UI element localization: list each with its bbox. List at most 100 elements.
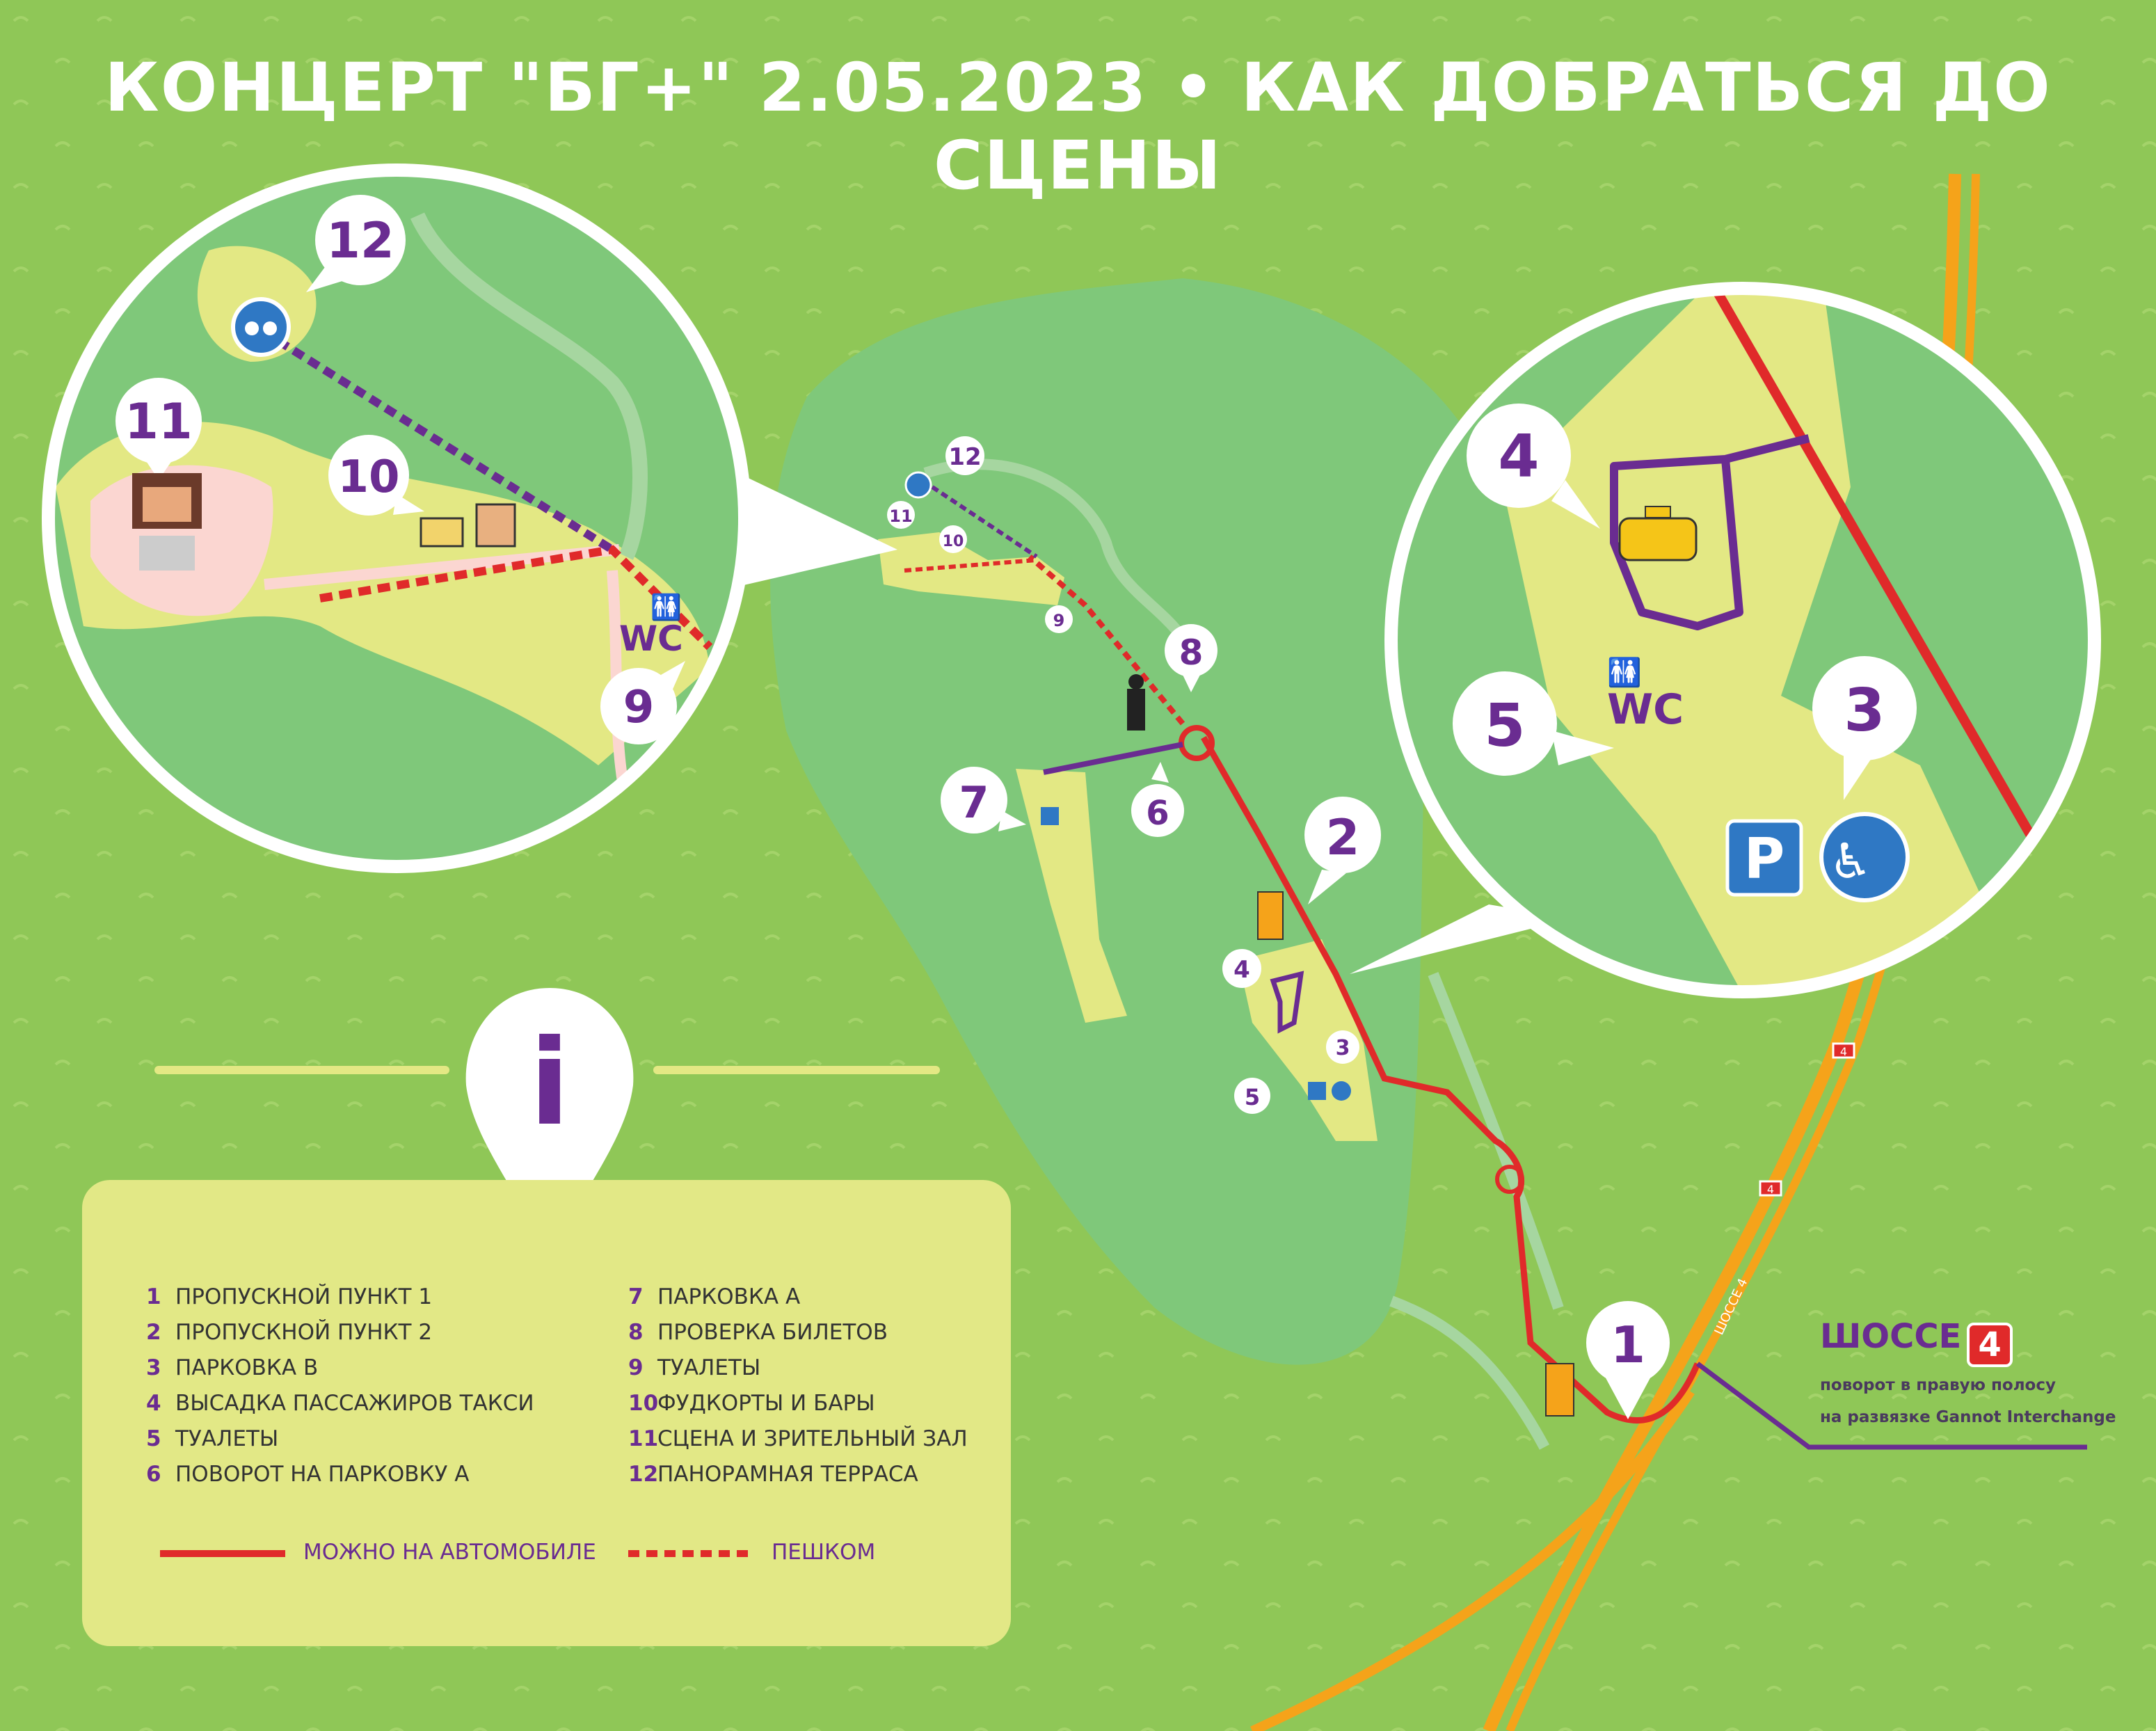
checkpoint-booth-icon (1257, 891, 1284, 940)
checkpoint-booth-icon (1545, 1363, 1574, 1417)
svg-text:4: 4 (1840, 1045, 1847, 1058)
svg-text:WC: WC (1607, 685, 1684, 734)
highway-road-label: ШОССЕ 4 (1711, 1276, 1750, 1337)
toilet-icon: 🚻 WC (1607, 656, 1684, 734)
roundabout (1495, 1165, 1524, 1194)
parking-icon (1308, 1082, 1326, 1100)
zoom-taxi-loop (1610, 434, 1810, 630)
legend-item: 10ФУДКОРТЫ И БАРЫ (628, 1391, 875, 1416)
pin-11[interactable]: 11 (115, 378, 202, 480)
svg-text:2: 2 (1326, 809, 1360, 866)
pin-2[interactable]: 2 (1304, 797, 1381, 904)
highway-ramp (1250, 1389, 1695, 1731)
zoom-main-road (1707, 289, 2043, 852)
pin-5-small[interactable]: 5 (1234, 1078, 1270, 1114)
svg-text:4: 4 (1233, 956, 1250, 984)
pin-4[interactable]: 4 (1467, 404, 1600, 529)
svg-text:11: 11 (889, 506, 912, 526)
highway-number-badge: 4 (1967, 1322, 2013, 1367)
legend-item: 11СЦЕНА И ЗРИТЕЛЬНЫЙ ЗАЛ (628, 1426, 968, 1451)
highway-badge: 4 (1759, 1180, 1782, 1197)
svg-text:12: 12 (948, 443, 981, 471)
parking-icon (1041, 807, 1059, 825)
svg-text:WC: WC (619, 619, 683, 659)
svg-text:🚻: 🚻 (1607, 656, 1642, 689)
binoculars-icon (231, 297, 291, 357)
svg-text:5: 5 (1245, 1084, 1260, 1110)
taxi-icon (1618, 506, 1698, 561)
pin-6[interactable]: 6 (1131, 762, 1184, 837)
svg-text:3: 3 (1336, 1036, 1350, 1060)
page-title: КОНЦЕРТ "БГ+" 2.05.2023 • КАК ДОБРАТЬСЯ … (104, 49, 2052, 205)
terrace-path (931, 485, 1038, 559)
accessible-parking-icon: ♿ (1819, 812, 1910, 902)
parking-zoom-callout (1350, 282, 2101, 998)
highway-note-line1: поворот в правую полосу (1820, 1375, 2056, 1394)
pin-10[interactable]: 10 (328, 435, 424, 516)
park-road (923, 458, 1202, 670)
pin-3-small[interactable]: 3 (1326, 1030, 1359, 1064)
parking-a-turn (1043, 742, 1183, 775)
pin-11-small[interactable]: 11 (887, 501, 915, 529)
pin-9[interactable]: 9 (600, 661, 685, 744)
highway-badge: 4 (1832, 1042, 1855, 1059)
legend-car-route: МОЖНО НА АВТОМОБИЛЕ (160, 1540, 596, 1565)
park-road (1428, 972, 1564, 1310)
accessible-parking-icon (1332, 1081, 1351, 1101)
legend-walk-route: ПЕШКОМ (628, 1540, 875, 1565)
taxi-loop (1270, 971, 1304, 1034)
info-pin: i (154, 988, 940, 1259)
pin-12[interactable]: 12 (306, 195, 406, 292)
svg-text:5: 5 (1484, 692, 1525, 760)
toilet-icon: 🚻 WC (619, 593, 683, 659)
parking-icon: P (1725, 819, 1803, 897)
pin-7[interactable]: 7 (941, 767, 1026, 833)
svg-text:P: P (1744, 827, 1785, 891)
park-road (1389, 1295, 1550, 1450)
stage-zone-small (878, 532, 1064, 605)
car-route (1201, 735, 1701, 1423)
highway-approach (1695, 1362, 2087, 1450)
pin-12-small[interactable]: 12 (945, 436, 984, 475)
info-icon: i (529, 1014, 570, 1152)
zoom-walk-route (319, 545, 713, 651)
legend-item: 12ПАНОРАМНАЯ ТЕРРАСА (628, 1462, 918, 1487)
pin-1[interactable]: 1 (1586, 1301, 1670, 1419)
svg-text:10: 10 (337, 452, 399, 503)
highway-note-line2: на развязке Gannot Interchange (1820, 1407, 2116, 1426)
svg-text:9: 9 (1053, 611, 1065, 630)
stage-icon (132, 473, 202, 571)
pin-9-small[interactable]: 9 (1045, 605, 1073, 633)
svg-text:🚻: 🚻 (650, 593, 682, 622)
svg-text:11: 11 (125, 393, 192, 450)
pin-3[interactable]: 3 (1812, 656, 1917, 800)
car-route-swatch (160, 1549, 285, 1557)
walk-route (1028, 554, 1185, 726)
pin-5[interactable]: 5 (1453, 671, 1614, 776)
pin-4-small[interactable]: 4 (1222, 949, 1261, 988)
zoom-zone (1503, 289, 2018, 988)
svg-text:8: 8 (1179, 632, 1204, 673)
svg-text:7: 7 (959, 777, 989, 828)
walk-route-swatch (628, 1549, 753, 1557)
svg-text:4: 4 (1767, 1183, 1774, 1196)
pin-10-small[interactable]: 10 (939, 525, 967, 553)
svg-text:10: 10 (943, 533, 964, 550)
svg-text:4: 4 (1498, 422, 1539, 491)
pin-8[interactable]: 8 (1165, 624, 1217, 692)
food-stall-icon (420, 503, 516, 548)
svg-text:1: 1 (1611, 1316, 1645, 1374)
parking-a-zone (1016, 769, 1127, 1023)
